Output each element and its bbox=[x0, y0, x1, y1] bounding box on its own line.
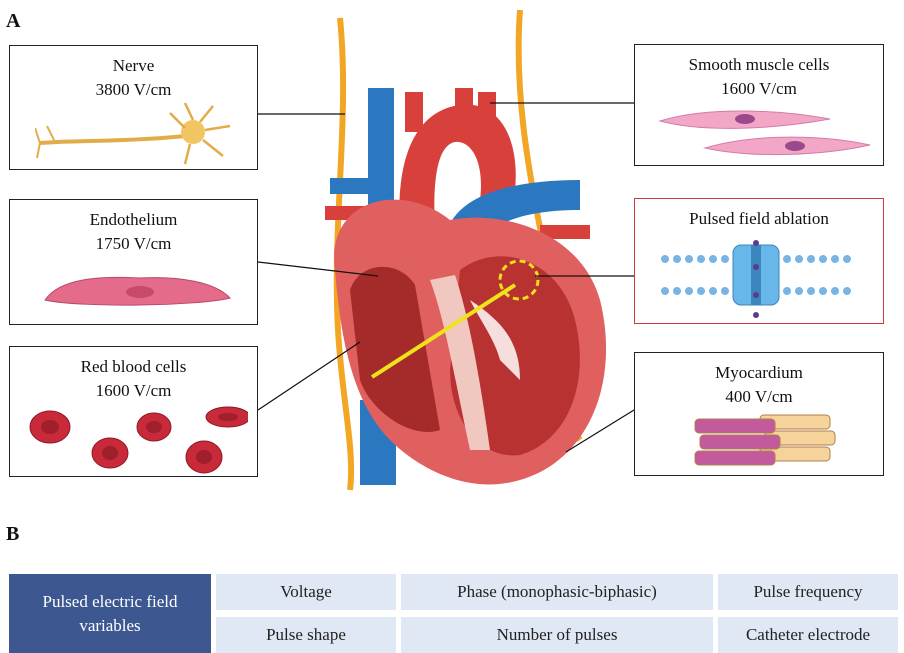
myocardium-box: Myocardium 400 V/cm bbox=[634, 352, 884, 476]
rbc-value: 1600 V/cm bbox=[10, 379, 257, 403]
rbc-box: Red blood cells 1600 V/cm bbox=[9, 346, 258, 477]
myocardium-title: Myocardium bbox=[635, 353, 883, 385]
nerve-title: Nerve bbox=[10, 46, 257, 78]
endothelium-box: Endothelium 1750 V/cm bbox=[9, 199, 258, 325]
variable-number-of-pulses: Number of pulses bbox=[401, 617, 713, 653]
aorta-branch-2 bbox=[455, 88, 473, 128]
endothelial-cell-icon bbox=[40, 270, 240, 310]
rbc-title: Red blood cells bbox=[10, 347, 257, 379]
variable-catheter-electrode: Catheter electrode bbox=[718, 617, 898, 653]
smooth-muscle-box: Smooth muscle cells 1600 V/cm bbox=[634, 44, 884, 166]
smooth-muscle-value: 1600 V/cm bbox=[635, 77, 883, 101]
nerve-cell-icon bbox=[35, 98, 235, 168]
vein-branch-left bbox=[330, 178, 370, 194]
red-blood-cells-icon bbox=[18, 403, 248, 483]
variable-phase: Phase (monophasic-biphasic) bbox=[401, 574, 713, 610]
aorta-branch-3 bbox=[478, 92, 496, 128]
pfa-box: Pulsed field ablation bbox=[634, 198, 884, 324]
smooth-muscle-icon bbox=[645, 103, 875, 163]
cardiomyocyte-icon bbox=[690, 405, 840, 475]
variable-pulse-shape: Pulse shape bbox=[216, 617, 396, 653]
pef-variables-header: Pulsed electric field variables bbox=[9, 574, 211, 653]
nerve-box: Nerve 3800 V/cm bbox=[9, 45, 258, 170]
variable-pulse-frequency: Pulse frequency bbox=[718, 574, 898, 610]
endothelium-title: Endothelium bbox=[10, 200, 257, 232]
aorta-branch-1 bbox=[405, 92, 423, 132]
variable-voltage: Voltage bbox=[216, 574, 396, 610]
endothelium-value: 1750 V/cm bbox=[10, 232, 257, 256]
smooth-muscle-title: Smooth muscle cells bbox=[635, 45, 883, 77]
panel-b-label: B bbox=[6, 523, 19, 546]
cell-membrane-icon bbox=[655, 235, 865, 325]
pfa-title: Pulsed field ablation bbox=[635, 199, 883, 231]
